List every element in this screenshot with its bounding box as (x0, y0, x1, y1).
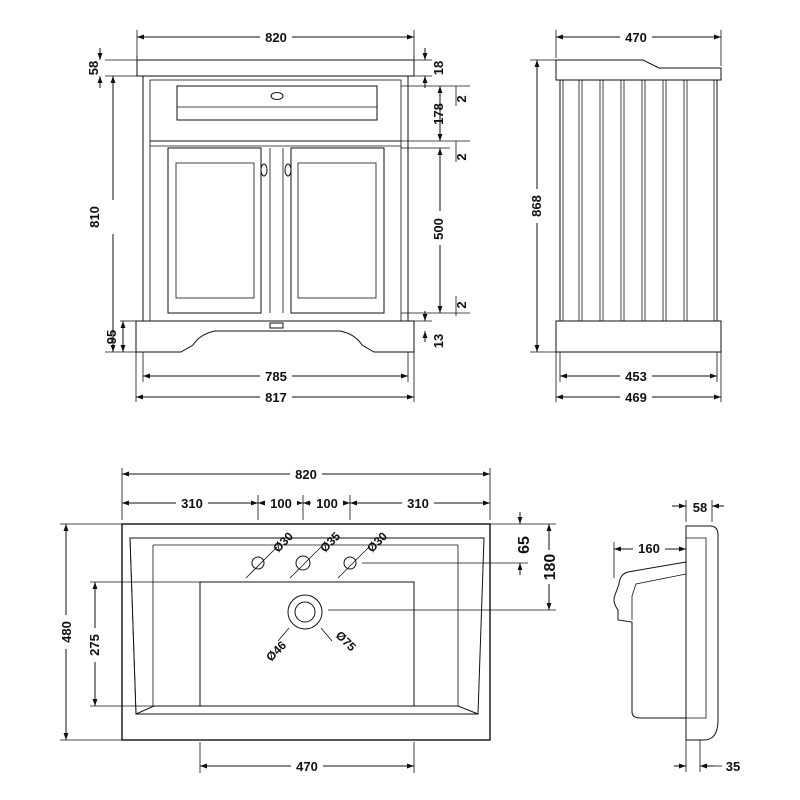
waste-outer (287, 594, 323, 630)
dim-side-height: 868 (529, 195, 544, 217)
door-right (290, 147, 385, 314)
plinth (135, 320, 415, 353)
dim-base-offset: 35 (726, 759, 740, 774)
dim-bowl-depth: 275 (87, 634, 102, 656)
cabinet-body (142, 75, 409, 322)
dim-plinth-height: 95 (104, 330, 119, 344)
dim-inner-width: 785 (265, 369, 287, 384)
dim-gap-upper: 2 (454, 95, 469, 102)
side-panel-grooves (578, 80, 688, 321)
side-top (555, 59, 722, 81)
dim-basin-width: 820 (295, 467, 317, 482)
label-waste-inner-dia: Ø46 (263, 638, 289, 664)
tap-hole-left (251, 556, 265, 570)
dim-basin-depth: 480 (59, 621, 74, 643)
dim-tap-spacing-right: 100 (316, 496, 338, 511)
dim-outer-width: 817 (265, 390, 287, 405)
dim-door-height: 500 (431, 218, 446, 240)
label-hole-right-dia: Ø30 (364, 529, 390, 555)
basin-outline (121, 523, 491, 741)
dim-top-gap: 18 (431, 61, 446, 75)
label-hole-left-dia: Ø30 (270, 529, 296, 555)
bowl-inner (199, 581, 415, 707)
label-hole-center-dia: Ø35 (317, 529, 343, 555)
side-plinth (555, 320, 722, 353)
door-knob-left (260, 163, 268, 177)
dim-right-offset: 310 (407, 496, 429, 511)
dim-bowl-width: 470 (296, 759, 318, 774)
label-waste-outer-dia: Ø75 (333, 628, 359, 654)
dim-side-depth-top: 470 (625, 30, 647, 45)
dim-overhang: 160 (638, 541, 660, 556)
basin-section-rim (685, 525, 719, 741)
waste-inner (294, 601, 316, 623)
dim-front-width-top: 820 (265, 30, 287, 45)
dim-tap-row-offset: 65 (516, 536, 533, 554)
dim-top-thickness: 58 (86, 61, 101, 75)
door-knob-right (284, 163, 292, 177)
dim-plinth-gap: 13 (431, 334, 446, 348)
basin-plan-view: 820 310 100 100 310 Ø30 Ø35 Ø30 Ø46 Ø75 … (58, 466, 559, 774)
dim-side-depth-outer: 469 (625, 390, 647, 405)
door-left (167, 147, 262, 314)
dim-rim-thickness: 58 (693, 500, 707, 515)
side-panel (559, 79, 718, 322)
tap-hole-center (295, 555, 311, 571)
tap-hole-right (343, 556, 357, 570)
basin-bowl (129, 537, 485, 715)
basin-section-body (613, 561, 687, 719)
dim-left-offset: 310 (181, 496, 203, 511)
dim-side-depth-inner: 453 (625, 369, 647, 384)
dim-gap-lower: 2 (454, 301, 469, 308)
front-elevation: 820 58 810 95 18 178 2 2 500 2 (86, 29, 470, 405)
dim-tap-spacing-left: 100 (270, 496, 292, 511)
drawer-handle (270, 92, 284, 100)
dim-front-height: 810 (87, 206, 102, 228)
dim-waste-offset: 180 (542, 554, 559, 581)
drawer-front (176, 85, 378, 121)
dim-gap-mid: 2 (454, 153, 469, 160)
basin-side-section: 58 160 35 (613, 500, 740, 774)
cabinet-top (136, 59, 415, 77)
side-elevation: 470 868 453 469 (528, 29, 722, 405)
dim-drawer-height: 178 (431, 103, 446, 125)
